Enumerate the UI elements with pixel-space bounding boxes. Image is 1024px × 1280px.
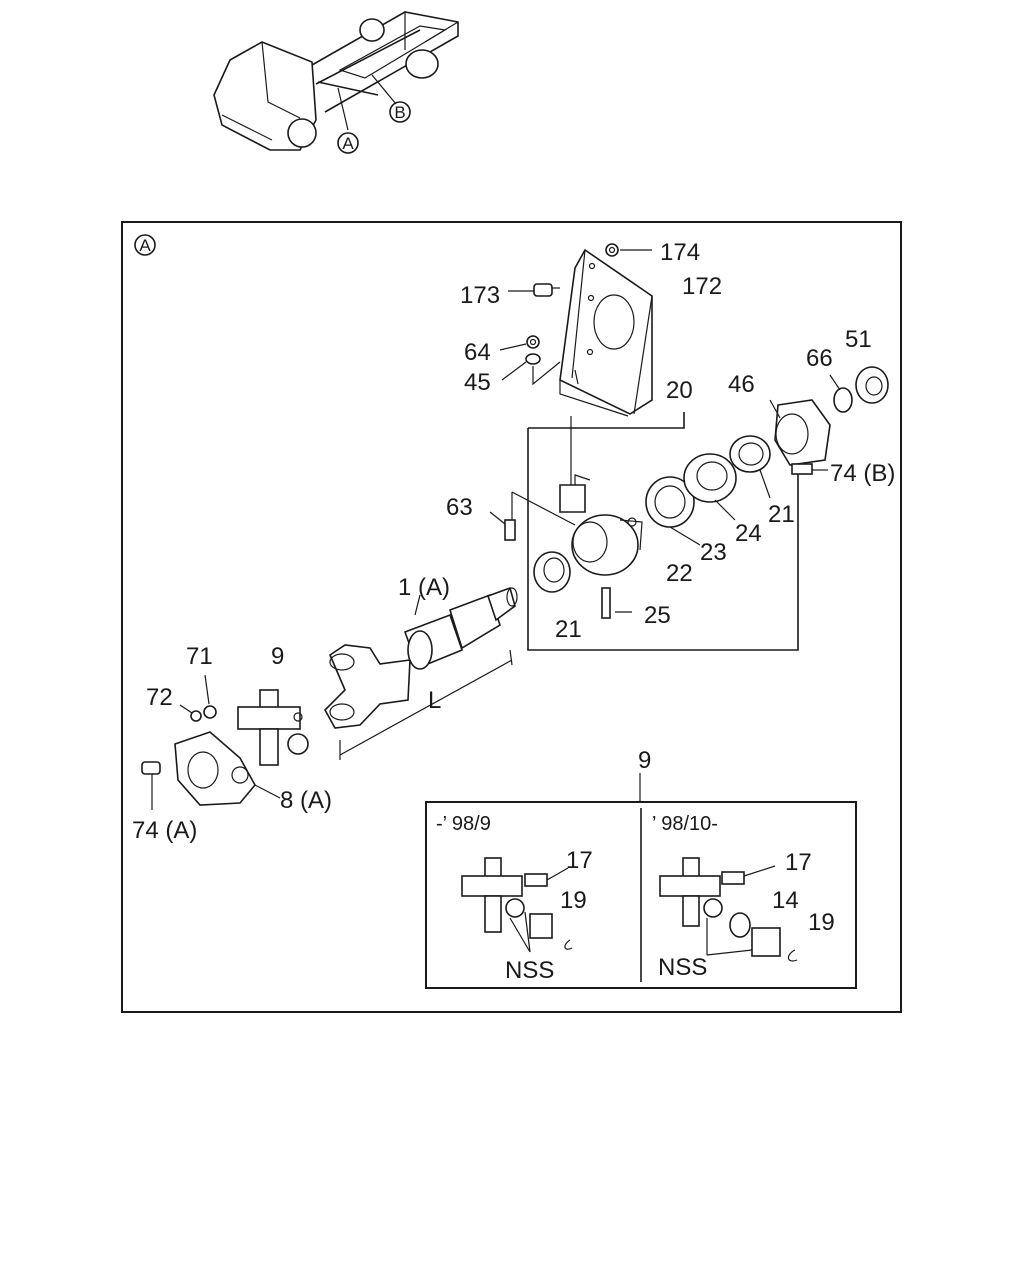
inset-right-label-14: 14: [772, 887, 799, 914]
label-23: 23: [700, 539, 727, 566]
nut-174: [605, 243, 652, 257]
view-a-marker: A: [134, 234, 156, 256]
label-173: 173: [460, 282, 500, 309]
label-51: 51: [845, 326, 872, 353]
label-74b: 74 (B): [830, 460, 895, 487]
inset-right-label-nss: NSS: [658, 954, 707, 981]
label-174: 174: [660, 239, 700, 266]
bracket-172: [559, 248, 653, 417]
retainer-24: [683, 453, 737, 521]
washer-66: [829, 374, 853, 413]
washer-45: [501, 353, 541, 381]
seal-21-right: [729, 435, 771, 499]
u-joint-9: [237, 689, 309, 766]
inset-right-u-joint: [659, 857, 798, 962]
bolt-74b: [791, 463, 828, 475]
nut-51: [855, 366, 889, 404]
inset-right-period: ’ 98/10-: [652, 813, 718, 835]
driveshaft-1a: [324, 586, 518, 729]
inset-left-label-19: 19: [560, 887, 587, 914]
label-9-inset: 9: [638, 747, 651, 774]
label-25: 25: [644, 602, 671, 629]
dimension-l: [339, 649, 513, 760]
bolt-173: [508, 283, 560, 297]
label-1a: 1 (A): [398, 574, 450, 601]
label-71: 71: [186, 643, 213, 670]
bolt-25: [601, 587, 632, 619]
label-74a: 74 (A): [132, 817, 197, 844]
leader-line: [511, 491, 576, 526]
inset-left-period: -’ 98/9: [436, 813, 491, 835]
inset-right-label-17: 17: [785, 849, 812, 876]
nut-64: [499, 335, 540, 351]
washer-72: [179, 704, 202, 722]
label-21-left: 21: [555, 616, 582, 643]
bearing-23: [645, 476, 701, 546]
assembly-20-box: [527, 428, 799, 651]
flange-46: [769, 399, 831, 466]
inset-left-u-joint: [461, 857, 573, 953]
truck-callout-a: A: [337, 132, 359, 154]
inset-left-label-17: 17: [566, 847, 593, 874]
label-63: 63: [446, 494, 473, 521]
label-45: 45: [464, 369, 491, 396]
truck-callout-b: B: [389, 101, 411, 123]
label-24: 24: [735, 520, 762, 547]
inset-right-label-19: 19: [808, 909, 835, 936]
label-21-right: 21: [768, 501, 795, 528]
truck-thumbnail: [213, 11, 459, 151]
label-66: 66: [806, 345, 833, 372]
bearing-housing-22: [559, 474, 643, 576]
label-22: 22: [666, 560, 693, 587]
callout-b-text: B: [394, 103, 405, 122]
view-a-marker-text: A: [139, 236, 151, 255]
bolt-63: [489, 511, 516, 541]
callout-a-text: A: [342, 134, 354, 153]
nut-71: [203, 674, 217, 719]
inset-left-label-nss: NSS: [505, 957, 554, 984]
seal-21-left: [533, 551, 571, 593]
label-46: 46: [728, 371, 755, 398]
flange-yoke-8a: [174, 731, 281, 806]
label-9: 9: [271, 643, 284, 670]
inset-9-frame: [425, 801, 857, 989]
label-8a: 8 (A): [280, 787, 332, 814]
label-64: 64: [464, 339, 491, 366]
view-a-frame: [121, 221, 902, 1013]
bolt-74a: [141, 761, 161, 810]
label-l: L: [428, 687, 441, 714]
label-172: 172: [682, 273, 722, 300]
label-20: 20: [666, 377, 693, 404]
label-72: 72: [146, 684, 173, 711]
part-labels: 174 173 172 64 45 20 66 51 46 74 (B) 63 …: [132, 239, 895, 984]
